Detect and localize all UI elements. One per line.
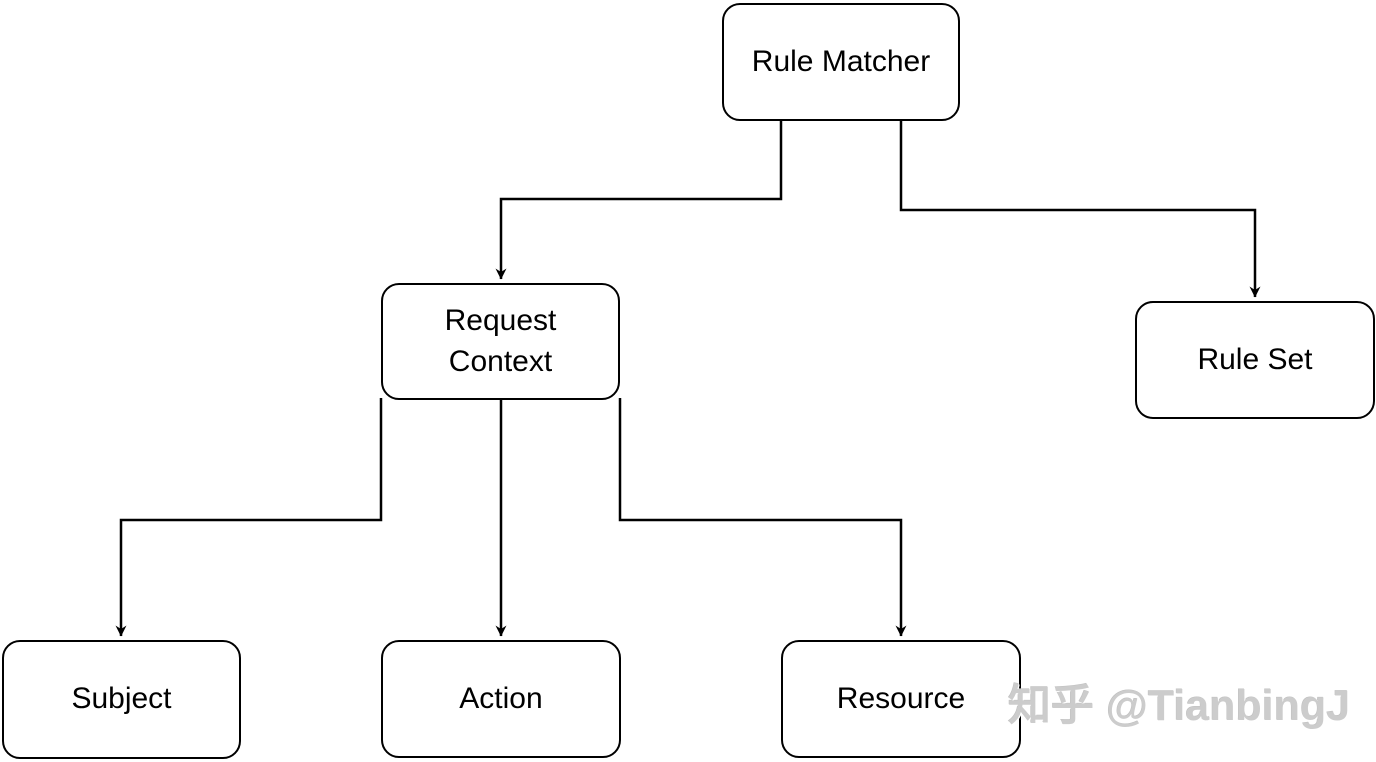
node-action: Action	[381, 640, 621, 758]
node-resource: Resource	[781, 640, 1021, 758]
node-subject: Subject	[2, 640, 241, 759]
edge-requestcontext-resource	[618, 398, 907, 637]
node-subject-label: Subject	[71, 682, 172, 716]
edge-rulematcher-ruleset	[899, 120, 1261, 298]
node-resource-label: Resource	[836, 681, 966, 715]
node-rule-set-label: Rule Set	[1197, 342, 1313, 376]
node-request-context-label: Request Context	[444, 304, 557, 378]
edge-requestcontext-subject	[115, 398, 383, 637]
edge-rulematcher-requestcontext	[495, 120, 783, 280]
node-rule-matcher: Rule Matcher	[722, 3, 960, 121]
node-rule-matcher-label: Rule Matcher	[751, 44, 931, 78]
node-rule-set: Rule Set	[1135, 301, 1375, 419]
node-action-label: Action	[459, 681, 543, 715]
node-request-context: Request Context	[381, 283, 620, 400]
